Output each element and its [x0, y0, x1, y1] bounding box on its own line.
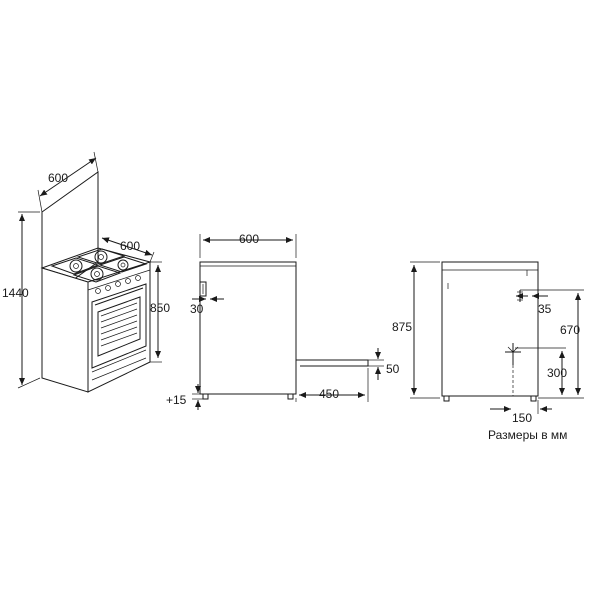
- gas-connection: [505, 343, 521, 396]
- units-caption: Размеры в мм: [488, 428, 568, 442]
- control-knobs: [95, 275, 141, 294]
- rear-panel: [441, 261, 539, 397]
- rear-height-label: 875: [392, 320, 412, 334]
- perspective-view: 600 600 1440 850: [2, 151, 170, 393]
- burner-grates: [50, 248, 148, 283]
- side-view: 600 30 +15 450 50: [166, 232, 400, 410]
- foot-back: [287, 393, 294, 400]
- width-top-label: 600: [48, 171, 68, 185]
- side-face: [41, 267, 89, 393]
- feet-adjust-label: +15: [166, 393, 187, 407]
- door-handle: [94, 287, 144, 306]
- side-width-label: 600: [239, 232, 259, 246]
- connection-depth-label: 35: [538, 302, 552, 316]
- oven-window: [97, 296, 141, 357]
- gas-height-label: 300: [547, 366, 567, 380]
- open-door: [296, 359, 369, 367]
- body-height-label: 850: [150, 301, 170, 315]
- total-height-label: 1440: [2, 286, 29, 300]
- foot-front: [202, 393, 209, 400]
- door-open-label: 450: [319, 387, 339, 401]
- side-body: [199, 261, 297, 395]
- handle-depth-label: 30: [190, 302, 204, 316]
- gas-offset-label: 150: [512, 411, 532, 425]
- door-height-label: 50: [386, 362, 400, 376]
- depth-label: 600: [120, 239, 140, 253]
- connection-height-label: 670: [560, 323, 580, 337]
- rear-view: 875 35 670 300 150: [392, 261, 584, 425]
- oven-door: [91, 283, 147, 369]
